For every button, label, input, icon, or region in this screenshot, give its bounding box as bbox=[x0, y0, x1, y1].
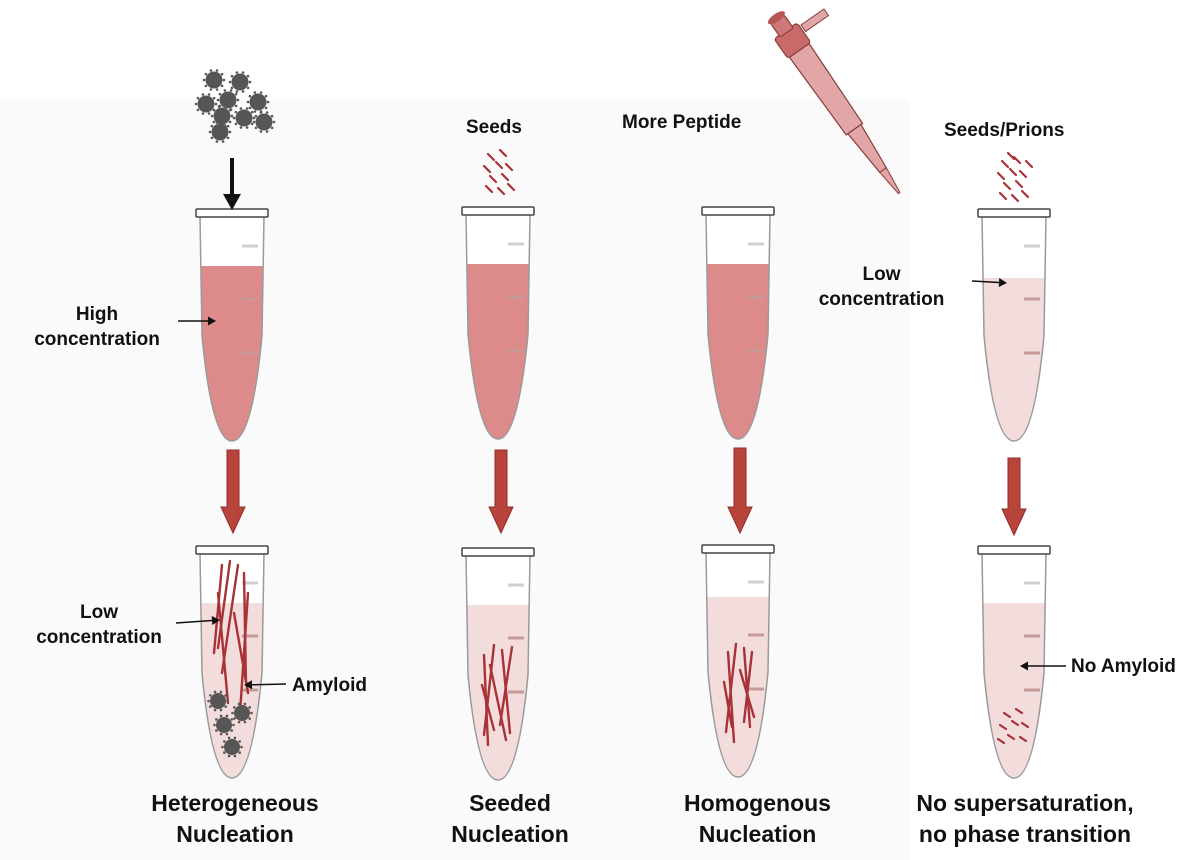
pointer-no-amyloid bbox=[1020, 661, 1066, 671]
virus-particle bbox=[252, 111, 276, 133]
transition-arrow-seeded bbox=[488, 449, 514, 535]
amyloid-fibril bbox=[212, 563, 224, 655]
seed-fragment bbox=[1010, 719, 1020, 727]
no-amyloid-label: No Amyloid bbox=[1071, 656, 1176, 677]
virus-particle bbox=[246, 91, 270, 113]
virus-particle bbox=[216, 89, 240, 111]
tube-cap bbox=[701, 544, 775, 554]
tube-cap bbox=[977, 545, 1051, 555]
amyloid-fibril bbox=[232, 611, 250, 695]
tube-cap bbox=[461, 206, 535, 216]
seeds-prions-cluster bbox=[996, 151, 1034, 203]
amyloid-fibril bbox=[482, 643, 496, 737]
virus-particle bbox=[232, 107, 256, 129]
tube-cap bbox=[977, 208, 1051, 218]
virus-particle bbox=[213, 714, 235, 736]
tube-no-supersaturation-start bbox=[977, 208, 1051, 442]
amyloid-fibril bbox=[480, 683, 496, 732]
seed-fragment bbox=[1014, 707, 1024, 715]
virus-particle bbox=[208, 121, 232, 143]
seed-fragment bbox=[996, 737, 1006, 745]
transition-arrow-no-supersaturation bbox=[1001, 457, 1027, 537]
virus-particle bbox=[221, 736, 243, 758]
amyloid-fibril bbox=[488, 663, 508, 742]
pointer-amyloid bbox=[244, 680, 287, 690]
amyloid-fibril bbox=[498, 645, 514, 727]
amyloid-fibril bbox=[724, 642, 738, 734]
seeds-prions-label: Seeds/Prions bbox=[944, 120, 1065, 141]
amyloid-fibril bbox=[722, 680, 734, 729]
amyloid-fibril bbox=[216, 559, 232, 650]
more-peptide-label: More Peptide bbox=[622, 112, 742, 133]
amyloid-label: Amyloid bbox=[292, 675, 367, 696]
virus-particle bbox=[231, 702, 253, 724]
black-arrow-down bbox=[223, 158, 241, 210]
seed-fragment bbox=[998, 723, 1008, 731]
seeds-cluster bbox=[482, 148, 516, 196]
seed-fragment bbox=[1002, 711, 1012, 719]
transition-arrow-homogenous bbox=[727, 447, 753, 535]
amyloid-fibril bbox=[742, 650, 754, 724]
amyloid-fibril bbox=[738, 668, 756, 719]
virus-particle-cluster bbox=[194, 69, 276, 143]
caption-no-supersaturation: No supersaturation,no phase transition bbox=[916, 790, 1134, 847]
tube-cap bbox=[195, 545, 269, 555]
seed-fragment bbox=[1006, 733, 1016, 741]
pointer-low-concentration-right bbox=[971, 278, 1007, 288]
virus-particle bbox=[210, 105, 234, 127]
virus-particle bbox=[207, 690, 229, 712]
tube-cap bbox=[195, 208, 269, 218]
pipette-icon bbox=[767, 8, 901, 195]
seed-fragment bbox=[1020, 721, 1030, 729]
tube-cap bbox=[701, 206, 775, 216]
tube-seeded-start bbox=[461, 206, 535, 440]
pointer-low-concentration-left bbox=[175, 616, 220, 626]
tube-cap bbox=[461, 547, 535, 557]
transition-arrow-heterogeneous bbox=[220, 449, 246, 535]
amyloid-fibril bbox=[238, 591, 250, 715]
seeds-label: Seeds bbox=[466, 117, 522, 138]
pointer-high-concentration bbox=[178, 316, 216, 326]
seed-fragment bbox=[1018, 735, 1028, 743]
virus-particle bbox=[194, 93, 218, 115]
virus-particle bbox=[202, 69, 226, 91]
tube-no-supersaturation-end bbox=[977, 545, 1051, 779]
amyloid-fibril bbox=[216, 591, 230, 705]
virus-particle bbox=[228, 71, 252, 93]
